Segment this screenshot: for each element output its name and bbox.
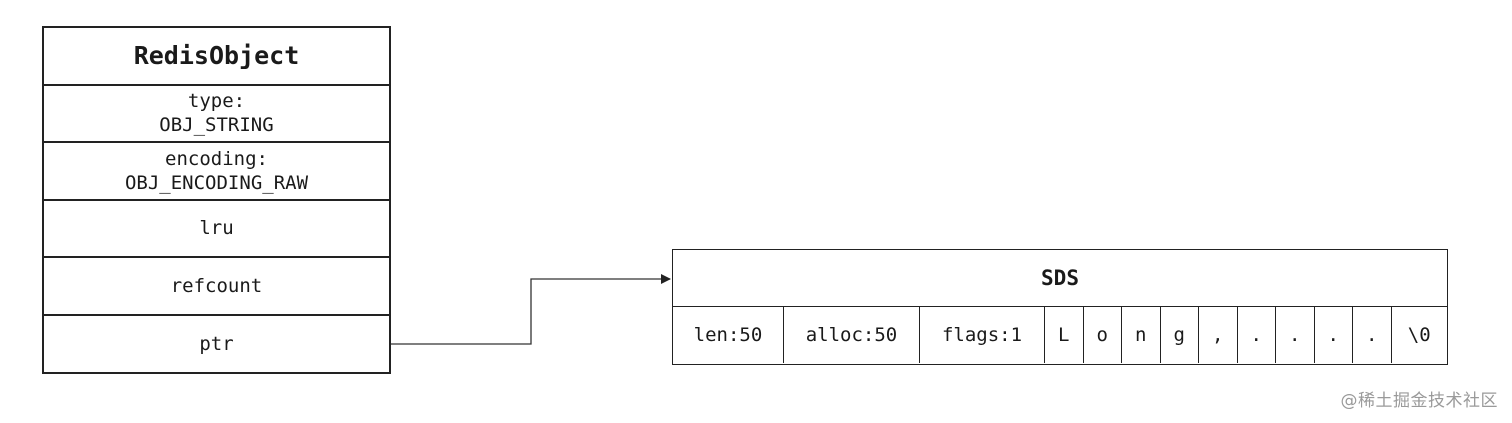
sds-cell-char: L <box>1045 307 1084 363</box>
redis-object-box: RedisObject type: OBJ_STRING encoding: O… <box>42 26 391 374</box>
sds-cells: len:50 alloc:50 flags:1 L o n g , . . . … <box>673 307 1447 363</box>
sds-cell-char: . <box>1276 307 1315 363</box>
sds-cell-char: o <box>1084 307 1122 363</box>
watermark: @稀土掘金技术社区 <box>1340 391 1498 411</box>
sds-cell-char: . <box>1353 307 1392 363</box>
sds-title: SDS <box>673 250 1447 307</box>
sds-cell-null-terminator: \0 <box>1407 324 1431 346</box>
ptr-arrow <box>391 274 671 345</box>
field-type: type: OBJ_STRING <box>44 86 389 143</box>
field-encoding-value: OBJ_ENCODING_RAW <box>124 171 309 194</box>
field-refcount: refcount <box>44 258 389 316</box>
sds-cell-char: n <box>1122 307 1161 363</box>
sds-cell-flags: flags:1 <box>920 307 1045 363</box>
sds-cell-char: . <box>1238 307 1276 363</box>
field-encoding-label: encoding: <box>165 147 268 170</box>
field-type-value: OBJ_STRING <box>159 114 274 137</box>
sds-cell-len: len:50 <box>673 307 784 363</box>
sds-cell-char: . <box>1315 307 1353 363</box>
field-ptr: ptr <box>44 316 389 374</box>
redis-object-title: RedisObject <box>44 28 389 86</box>
field-lru: lru <box>44 201 389 258</box>
sds-cell-char: , <box>1199 307 1238 363</box>
sds-cell-alloc: alloc:50 <box>784 307 920 363</box>
field-ptr-label: ptr <box>199 333 234 356</box>
sds-box: SDS len:50 alloc:50 flags:1 L o n g , . … <box>672 249 1448 365</box>
sds-cell-char: g <box>1161 307 1199 363</box>
field-refcount-label: refcount <box>170 274 263 297</box>
field-type-label: type: <box>187 90 246 113</box>
field-lru-label: lru <box>199 217 234 240</box>
field-encoding: encoding: OBJ_ENCODING_RAW <box>44 143 389 201</box>
